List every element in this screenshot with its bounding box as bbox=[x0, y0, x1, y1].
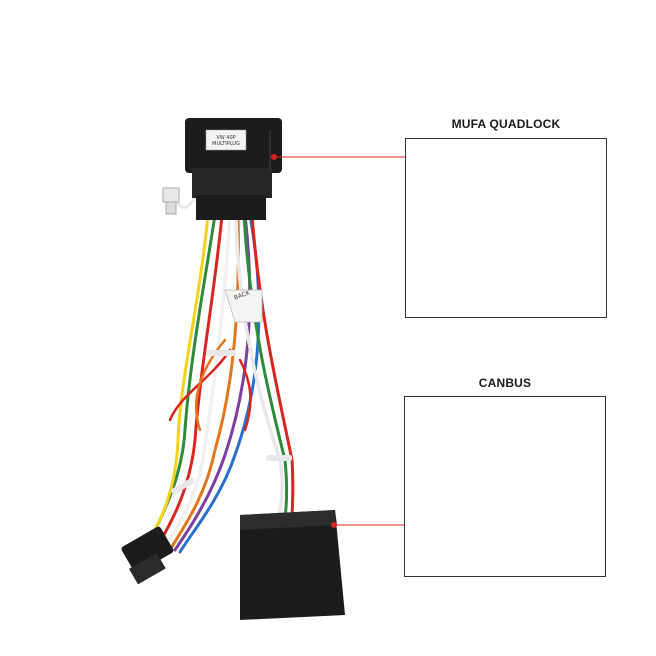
white-connector bbox=[162, 187, 180, 215]
canbus-callout-box bbox=[404, 396, 606, 577]
canbus-title: CANBUS bbox=[478, 376, 532, 390]
zip-ties bbox=[170, 350, 292, 495]
callout-lines bbox=[271, 154, 405, 528]
canbus-module bbox=[240, 510, 345, 620]
iso-plug bbox=[121, 526, 174, 585]
quadlock-connector bbox=[185, 118, 282, 220]
wire-bundle bbox=[143, 188, 295, 554]
quadlock-callout-box bbox=[405, 138, 607, 318]
quadlock-title: MUFA QUADLOCK bbox=[451, 117, 561, 131]
connector-sticker-text: VW 40P MULTIPLUG bbox=[212, 135, 240, 147]
back-tag bbox=[224, 289, 263, 323]
